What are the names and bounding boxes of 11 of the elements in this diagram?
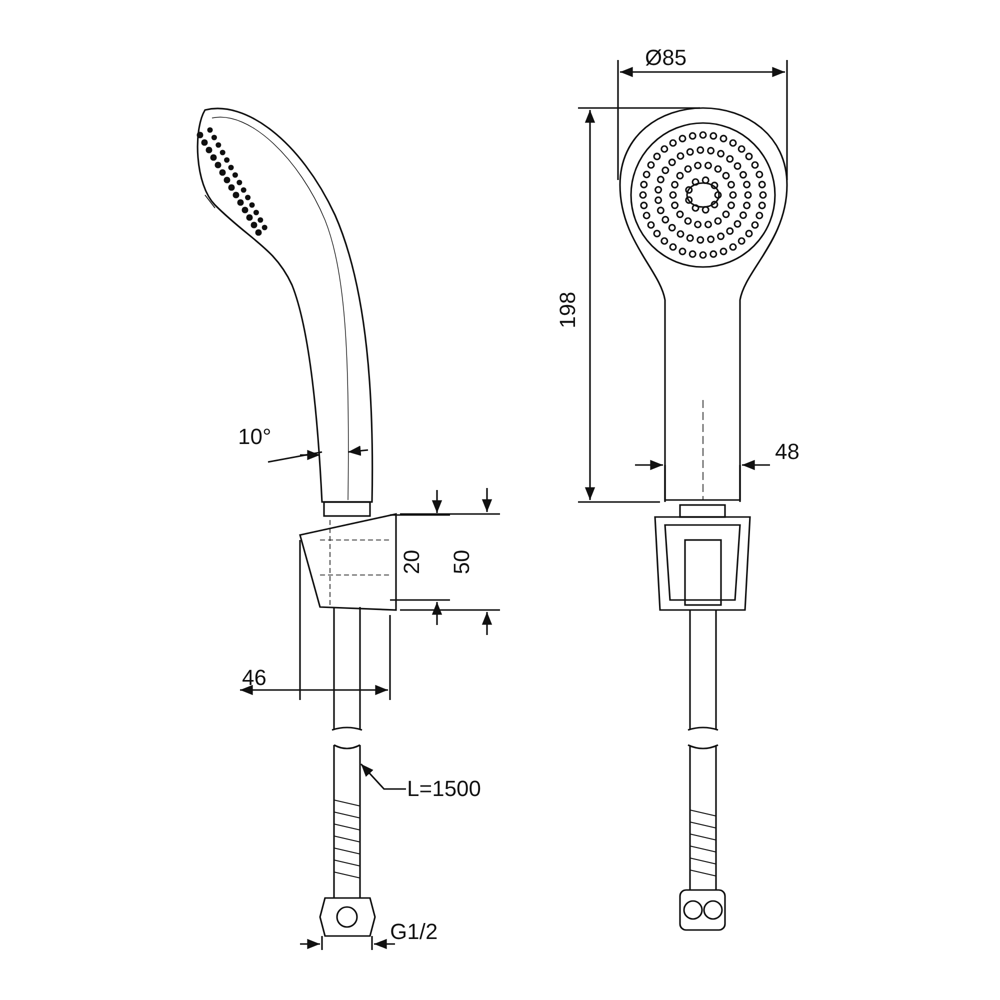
dimension-label: 198	[556, 292, 580, 328]
dimension-label: Ø85	[645, 46, 687, 70]
leader-line	[360, 763, 406, 790]
hose-drawing	[333, 744, 361, 899]
callout-text: L=1500	[407, 777, 482, 801]
dimension-label: G1/2	[390, 920, 438, 944]
dimension-label: 50	[450, 550, 474, 574]
dimension-label: 46	[242, 666, 266, 690]
dimension-label: 48	[775, 440, 800, 464]
dimension-label: 20	[400, 550, 424, 574]
dimension-label: 10°	[238, 425, 272, 449]
